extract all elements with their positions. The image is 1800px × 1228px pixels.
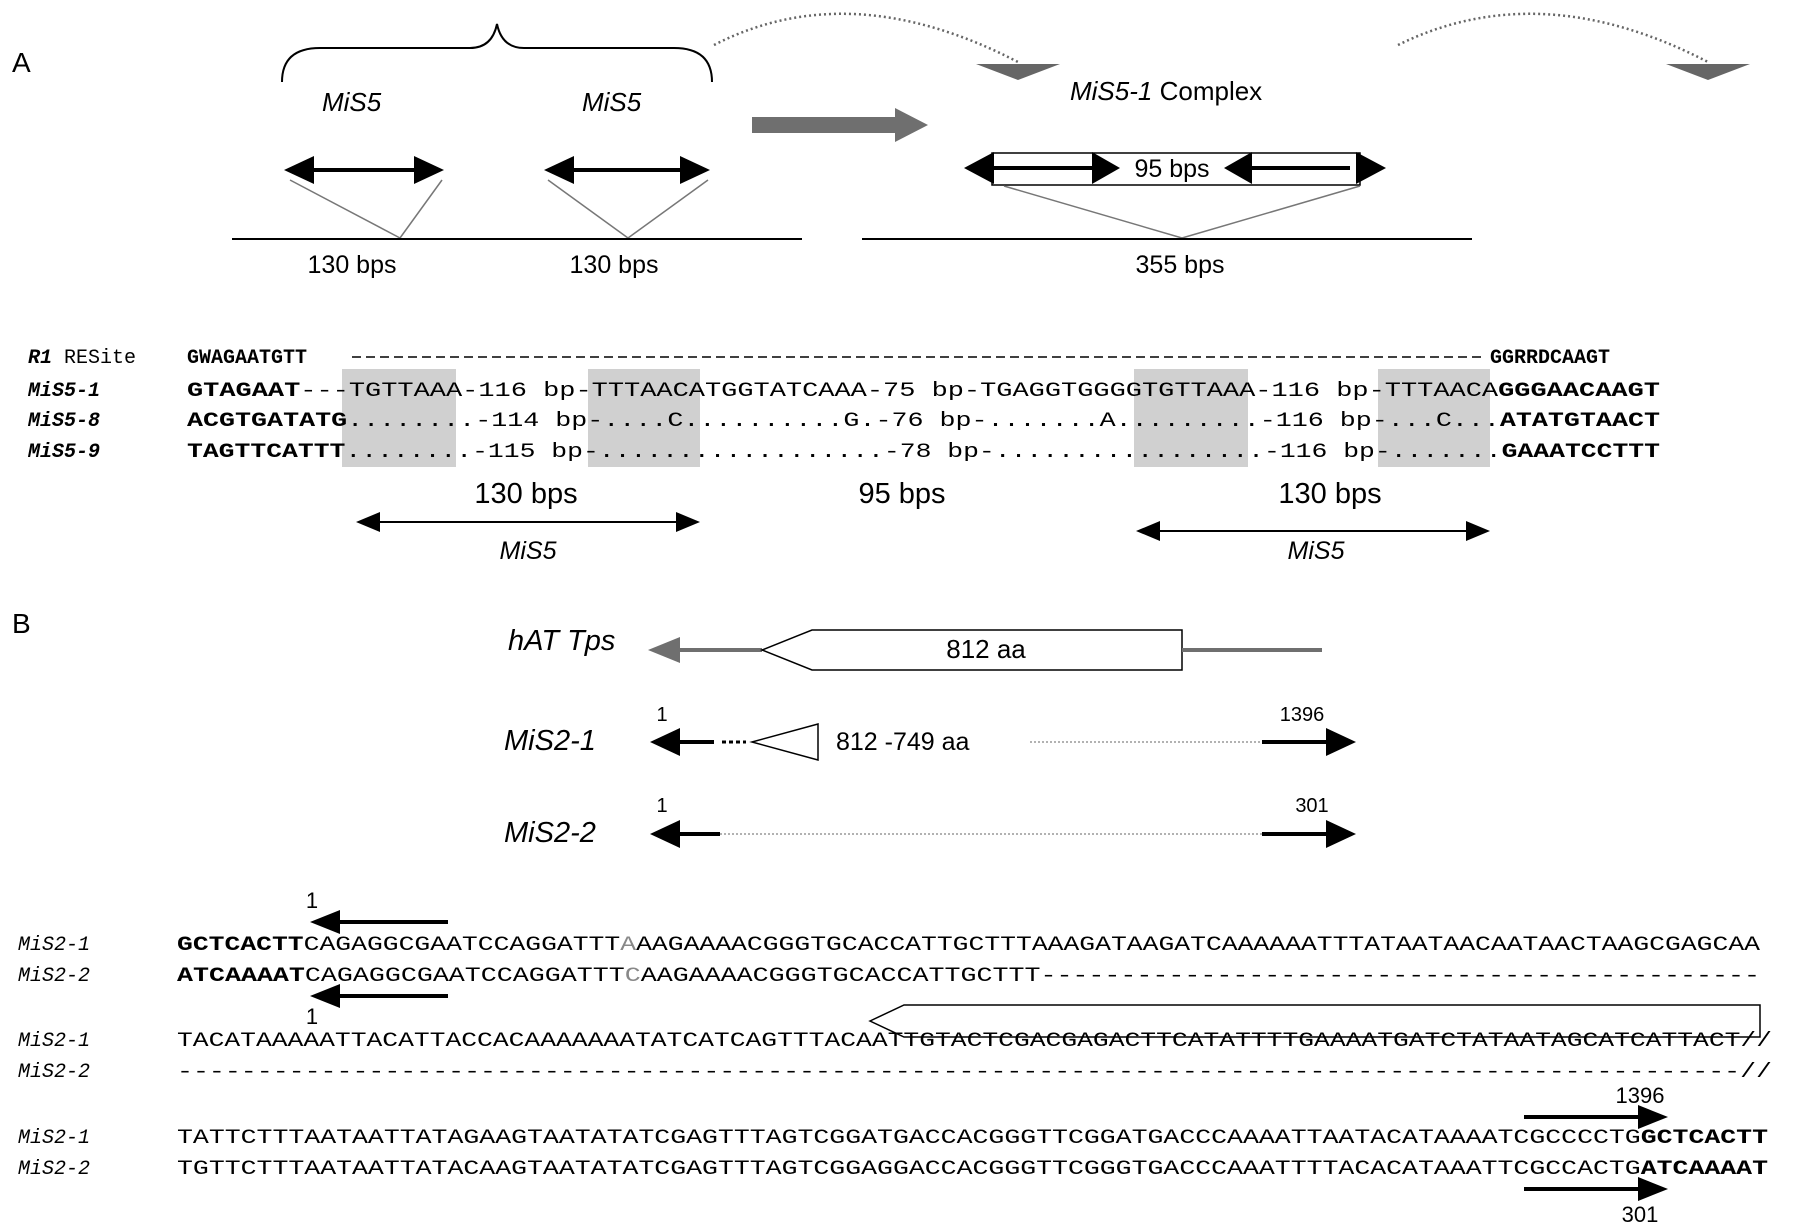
seq2-row1-name: MiS2-1 bbox=[18, 1030, 90, 1053]
curved-arrow-1 bbox=[713, 12, 1060, 80]
mis2-1-end: 1396 bbox=[1280, 704, 1325, 726]
seq2-row2-name: MiS2-2 bbox=[18, 1061, 90, 1084]
alignment-highlights bbox=[342, 369, 1490, 467]
mis5-left-double-arrow bbox=[284, 156, 444, 239]
seq3-row1-seq: TATTCTTTAATAATTATAGAAGTAATATATCGAGTTTAGT… bbox=[177, 1127, 1768, 1150]
align-row-name: MiS5-8 bbox=[27, 410, 100, 433]
mis5-right-double-arrow bbox=[544, 156, 710, 239]
align-row-seq: TAGTTCATTT........-115 bp-..............… bbox=[187, 441, 1660, 464]
transition-arrow bbox=[752, 108, 928, 142]
seq1-row2-name: MiS2-2 bbox=[18, 965, 90, 988]
align-row-name: MiS5-1 bbox=[27, 380, 100, 403]
mis2-2-label: MiS2-2 bbox=[504, 817, 596, 849]
complex-structure bbox=[964, 152, 1386, 239]
seq3-row2-seq: TGTTCTTTAATAATTATACAAGTAATATATCGAGTTTAGT… bbox=[177, 1158, 1768, 1181]
mis2-1-diagram bbox=[650, 723, 1356, 761]
seq2-row1-seq: TACATAAAAATTACATTACCACAAAAAAATATCATCAGTT… bbox=[177, 1030, 1772, 1053]
align-double-arrow-right bbox=[1136, 521, 1490, 541]
seq2-orf-box bbox=[868, 1004, 1761, 1038]
align-130-right: 130 bps bbox=[1278, 478, 1381, 510]
align-row-seq: ACGTGATATG........-114 bp-....C.........… bbox=[187, 410, 1660, 433]
seq1-row1-name: MiS2-1 bbox=[18, 934, 90, 957]
seq1-top-num: 1 bbox=[306, 888, 318, 913]
bp-130-left: 130 bps bbox=[308, 251, 397, 279]
mis2-1-start: 1 bbox=[656, 704, 667, 726]
r1-left-seq: GWAGAATGTT bbox=[187, 347, 307, 370]
panel-b-label: B bbox=[12, 608, 31, 639]
mis2-2-start: 1 bbox=[656, 795, 667, 817]
hat-aa: 812 aa bbox=[946, 634, 1026, 664]
hat-tps-diagram bbox=[648, 629, 1322, 671]
seq3-bottom-num: 301 bbox=[1622, 1202, 1659, 1227]
r1-right-seq: GGRRDCAAGT bbox=[1490, 347, 1610, 370]
seq3-row1-name: MiS2-1 bbox=[18, 1127, 90, 1150]
align-double-arrow-left bbox=[356, 512, 700, 532]
align-row-seq: GTAGAAT---TGTTAAA-116 bp-TTTAACATGGTATCA… bbox=[187, 380, 1660, 403]
seq3-top-arrow bbox=[1524, 1105, 1668, 1129]
mis2-1-label: MiS2-1 bbox=[504, 725, 596, 757]
seq1-mid-num: 1 bbox=[306, 1004, 318, 1029]
seq3-bottom-arrow bbox=[1524, 1177, 1668, 1201]
mis2-2-diagram bbox=[650, 820, 1356, 848]
mis5-right-label: MiS5 bbox=[582, 87, 642, 117]
align-row-name: MiS5-9 bbox=[27, 441, 100, 464]
r1-row: R1 RESite bbox=[28, 347, 136, 370]
hat-tps-label: hAT Tps bbox=[508, 625, 615, 657]
align-95: 95 bps bbox=[858, 478, 945, 510]
brace bbox=[281, 23, 713, 83]
mis2-2-end: 301 bbox=[1295, 795, 1328, 817]
mis2-1-aa: 812 -749 aa bbox=[836, 728, 970, 756]
seq3-top-num: 1396 bbox=[1616, 1083, 1665, 1108]
seq3-row2-name: MiS2-2 bbox=[18, 1158, 90, 1181]
align-mis5-right: MiS5 bbox=[1288, 537, 1345, 565]
seq2-row2-seq: ----------------------------------------… bbox=[177, 1061, 1772, 1084]
align-mis5-left: MiS5 bbox=[500, 537, 557, 565]
complex-label: MiS5-1 Complex bbox=[1070, 76, 1262, 106]
bp-130-right: 130 bps bbox=[570, 251, 659, 279]
panel-a-label: A bbox=[12, 47, 31, 78]
seq1-top-arrow bbox=[310, 910, 448, 934]
bp-355: 355 bps bbox=[1136, 251, 1225, 279]
seq1-mid-arrow bbox=[310, 984, 448, 1008]
align-130-left: 130 bps bbox=[474, 478, 577, 510]
mis5-left-label: MiS5 bbox=[322, 87, 382, 117]
bp-95-complex: 95 bps bbox=[1134, 155, 1209, 183]
curved-arrow-2 bbox=[1397, 12, 1750, 80]
alignment-rows: MiS5-1 GTAGAAT---TGTTAAA-116 bp-TTTAACATG… bbox=[27, 380, 1660, 464]
